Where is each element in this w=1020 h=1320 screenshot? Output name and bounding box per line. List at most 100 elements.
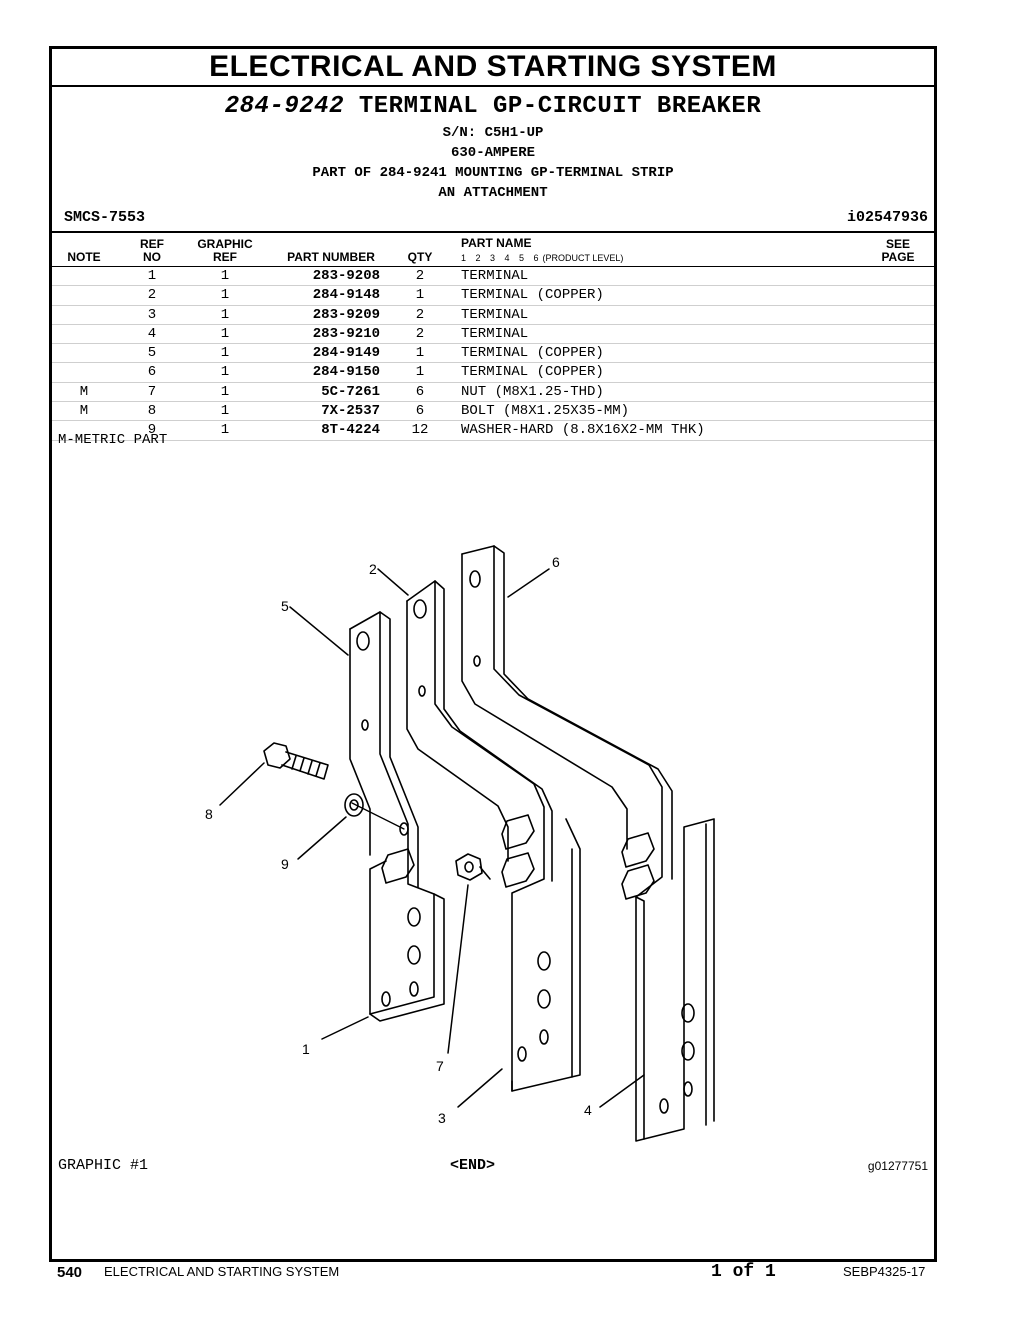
- header-graphic-ref: GRAPHIC REF: [190, 238, 260, 264]
- washer-9-drawing: [344, 793, 364, 817]
- header-qty: QTY: [407, 250, 433, 264]
- callout-4: 4: [584, 1102, 592, 1118]
- terminal-2-drawing: [406, 580, 581, 1092]
- row-part-name: NUT (M8X1.25-THD): [461, 383, 604, 400]
- row-ref-no: 9: [147, 422, 157, 439]
- callout-8: 8: [205, 806, 213, 822]
- row-qty: 2: [415, 306, 425, 323]
- row-note: M: [79, 403, 89, 420]
- product-levels: 1 2 3 4 5 6(PRODUCT LEVEL): [461, 253, 623, 263]
- row-graphic-ref: 1: [220, 364, 230, 381]
- callout-6: 6: [552, 554, 560, 570]
- row-ref-no: 8: [147, 403, 157, 420]
- header-graphic-bottom: REF: [213, 250, 237, 264]
- group-name: TERMINAL GP-CIRCUIT BREAKER: [358, 93, 762, 120]
- end-marker: <END>: [450, 1157, 496, 1174]
- terminal-6-drawing: [461, 545, 715, 1142]
- row-qty: 2: [415, 325, 425, 342]
- header-part-name: PART NAME: [461, 236, 532, 250]
- callout-numbers: 1 2 3 4 5 6 7 8 9: [205, 554, 592, 1126]
- table-row: 1 1 283-9208 2 TERMINAL: [52, 267, 934, 287]
- row-qty: 12: [411, 422, 429, 439]
- exploded-view-drawing: 1 2 3 4 5 6 7 8 9: [205, 545, 715, 1142]
- header-see-top: SEE: [885, 237, 910, 251]
- smcs-code: SMCS-7553: [64, 209, 146, 226]
- row-part-name: TERMINAL (COPPER): [461, 364, 604, 381]
- row-graphic-ref: 1: [220, 345, 230, 362]
- terminal-5-drawing: [349, 611, 445, 1022]
- row-qty: 1: [415, 345, 425, 362]
- row-part-number: 5C-7261: [321, 383, 380, 400]
- row-ref-no: 3: [147, 306, 157, 323]
- row-graphic-ref: 1: [220, 306, 230, 323]
- group-title: 284-9242 TERMINAL GP-CIRCUIT BREAKER: [52, 93, 934, 120]
- page-frame: ELECTRICAL AND STARTING SYSTEM 284-9242 …: [49, 46, 937, 1262]
- callout-5: 5: [281, 598, 289, 614]
- group-part-number: 284-9242: [224, 93, 344, 120]
- header-ref-top: REF: [140, 237, 164, 251]
- row-part-number: 8T-4224: [321, 422, 380, 439]
- graphic-label: GRAPHIC #1: [58, 1157, 149, 1174]
- header-see-bottom: PAGE: [881, 250, 915, 264]
- row-graphic-ref: 1: [220, 268, 230, 284]
- row-graphic-ref: 1: [220, 287, 230, 304]
- bolt-8-drawing: [263, 742, 405, 830]
- row-part-number: 7X-2537: [321, 403, 380, 420]
- graphic-number: g01277751: [867, 1159, 928, 1173]
- table-row: 9 1 8T-4224 12 WASHER-HARD (8.8X16X2-MM THK): [52, 421, 934, 441]
- header-ref: REF NO: [132, 238, 172, 264]
- row-qty: 6: [415, 383, 425, 400]
- row-part-name: TERMINAL: [461, 268, 529, 284]
- header-part-number: PART NUMBER: [287, 250, 375, 264]
- level-numbers: 1 2 3 4 5 6: [461, 253, 539, 263]
- row-graphic-ref: 1: [220, 422, 230, 439]
- callout-9: 9: [281, 856, 289, 872]
- table-row: 3 1 283-9209 2 TERMINAL: [52, 306, 934, 325]
- section-title: ELECTRICAL AND STARTING SYSTEM: [209, 50, 777, 83]
- callout-1: 1: [302, 1041, 310, 1057]
- row-part-number: 284-9150: [312, 364, 380, 381]
- row-part-number: 283-9208: [312, 268, 380, 284]
- row-ref-no: 7: [147, 383, 157, 400]
- section-title-bar: ELECTRICAL AND STARTING SYSTEM: [52, 49, 934, 87]
- row-part-name: TERMINAL (COPPER): [461, 345, 604, 362]
- header-note: NOTE: [67, 250, 101, 264]
- row-ref-no: 5: [147, 345, 157, 362]
- table-header-rule: [52, 266, 934, 267]
- row-part-number: 284-9148: [312, 287, 380, 304]
- row-ref-no: 1: [147, 268, 157, 284]
- row-qty: 1: [415, 364, 425, 381]
- callout-7: 7: [436, 1058, 444, 1074]
- footer-section: ELECTRICAL AND STARTING SYSTEM: [104, 1264, 340, 1279]
- leader-lines: [219, 568, 645, 1108]
- row-part-number: 283-9210: [312, 325, 380, 342]
- header-ref-bottom: NO: [143, 250, 161, 264]
- row-part-number: 283-9209: [312, 306, 380, 323]
- row-part-number: 284-9149: [312, 345, 380, 362]
- table-row: 5 1 284-9149 1 TERMINAL (COPPER): [52, 344, 934, 364]
- row-part-name: TERMINAL: [461, 306, 529, 323]
- row-qty: 6: [415, 403, 425, 420]
- footer-doc-number: SEBP4325-17: [843, 1264, 926, 1279]
- row-note: M: [79, 383, 89, 400]
- footer-page-number: 540: [57, 1264, 83, 1281]
- metric-note: M-METRIC PART: [58, 432, 168, 448]
- rating: 630-AMPERE: [450, 145, 535, 161]
- row-graphic-ref: 1: [220, 325, 230, 342]
- header-see-page: SEE PAGE: [872, 238, 924, 264]
- row-qty: 1: [415, 287, 425, 304]
- row-part-name: TERMINAL: [461, 325, 529, 342]
- row-qty: 2: [415, 268, 425, 284]
- attachment: AN ATTACHMENT: [438, 185, 548, 201]
- table-top-rule: [52, 231, 934, 233]
- callout-2: 2: [369, 561, 377, 577]
- row-part-name: WASHER-HARD (8.8X16X2-MM THK): [461, 422, 705, 439]
- nut-7-drawing: [455, 853, 491, 881]
- header-graphic-top: GRAPHIC: [197, 237, 253, 251]
- serial-number: S/N: C5H1-UP: [442, 125, 544, 141]
- row-ref-no: 4: [147, 325, 157, 342]
